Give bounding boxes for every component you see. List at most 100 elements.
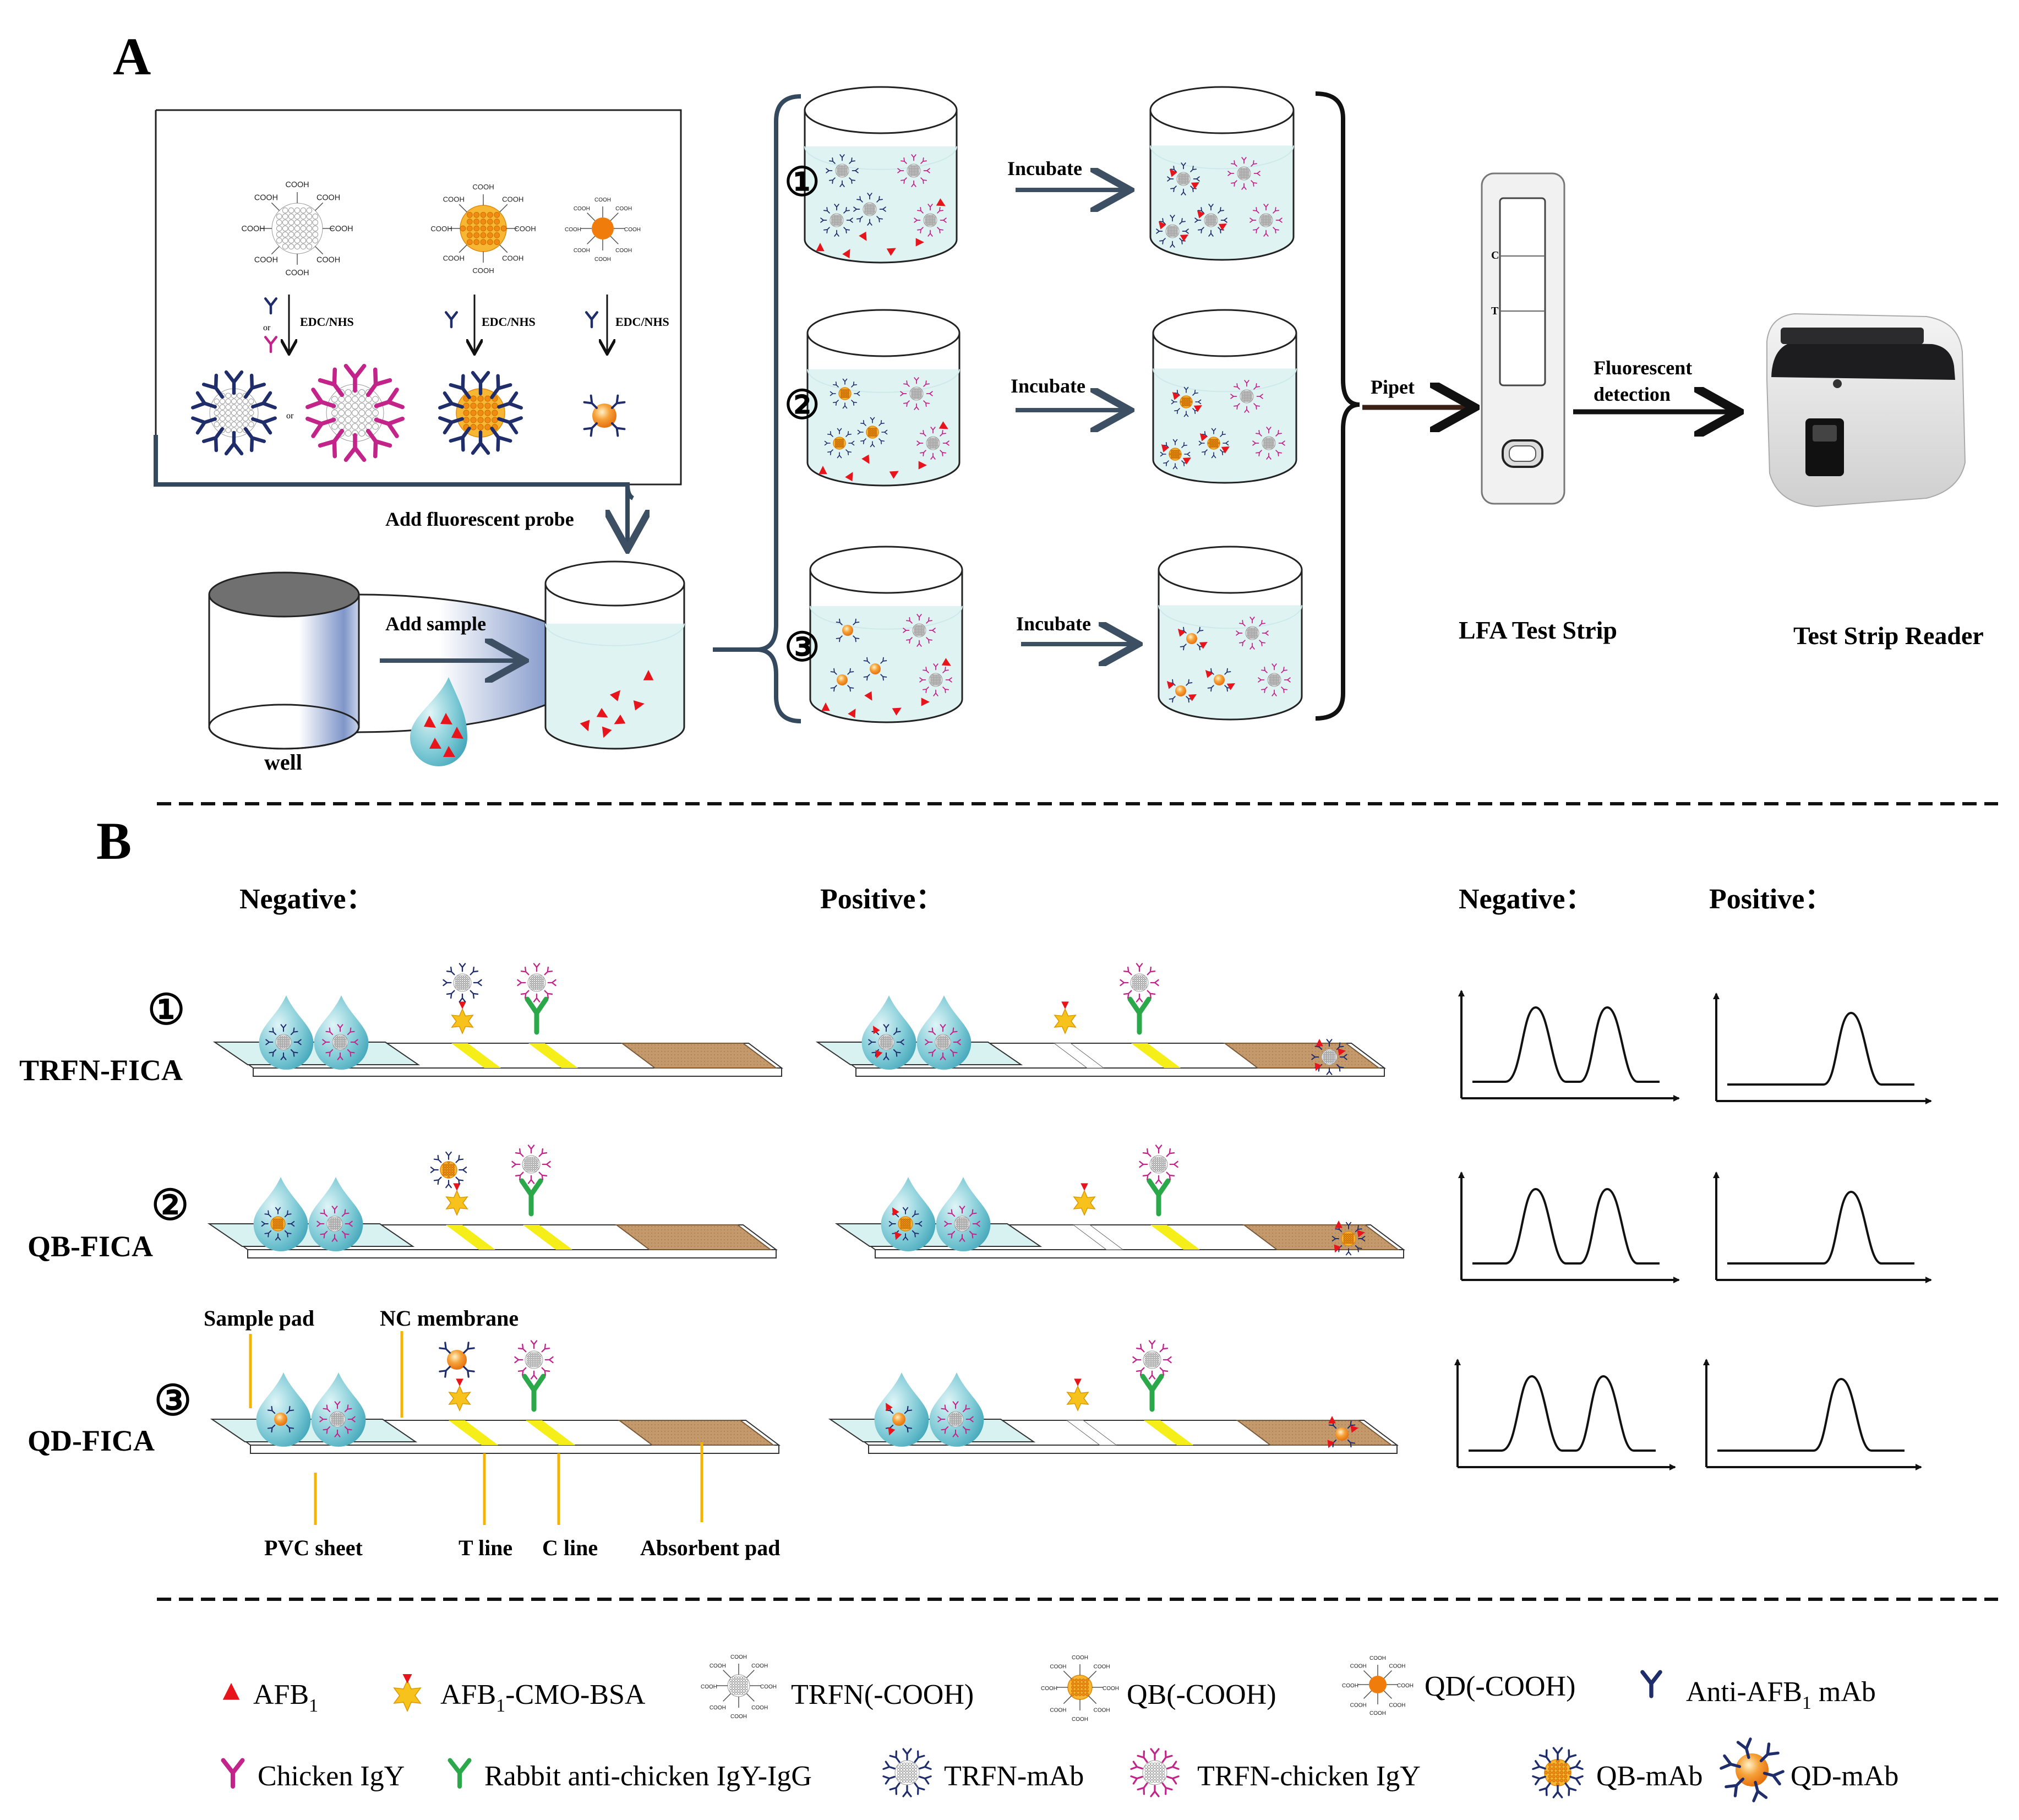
antibody-icon [1256, 394, 1263, 399]
afb1-cmo-bsa-icon [393, 1679, 422, 1712]
antibody-icon [1136, 993, 1143, 1002]
antibody-icon [905, 617, 913, 624]
edc-nhs-label: EDC/NHS [300, 315, 354, 329]
antibody-icon [881, 429, 888, 435]
sample-drop-icon [314, 995, 369, 1070]
antibody-icon [517, 1343, 527, 1353]
antibody-icon [1252, 440, 1259, 446]
trfn-probe-icon [820, 204, 853, 237]
antibody-icon [459, 993, 466, 1002]
antibody-icon [893, 1027, 901, 1036]
antibody-icon [922, 686, 929, 694]
antibody-icon [836, 618, 843, 625]
antibody-icon [444, 311, 459, 329]
antibody-icon [471, 430, 490, 455]
panel-b-strips [207, 963, 1405, 1454]
antibody-icon [916, 206, 924, 214]
antibody-icon [915, 1220, 923, 1227]
negative-heading: Negative： [239, 884, 374, 915]
antibody-icon [1182, 228, 1189, 234]
antibody-icon [471, 370, 490, 396]
afb1-icon [921, 698, 930, 706]
antibody-icon [1345, 1222, 1352, 1229]
antibody-icon [1218, 206, 1225, 214]
antibody-icon [1569, 1760, 1584, 1770]
antibody-icon [929, 628, 936, 633]
antibody-icon [267, 1424, 276, 1433]
c-line [1150, 1225, 1200, 1250]
afb1-icon [941, 658, 951, 666]
probe-preparation: COOHCOOHCOOHCOOHCOOHCOOHCOOHCOOHCOOHCOOH… [191, 181, 669, 462]
antibody-icon [1552, 1747, 1563, 1761]
antibody-icon [856, 195, 863, 203]
antibody-icon [459, 963, 466, 972]
antibody-icon [347, 1416, 356, 1423]
trfn-probe-icon [319, 1401, 356, 1437]
sample-drop-icon [253, 1177, 308, 1251]
assay-rows [804, 86, 1303, 723]
antibody-icon [201, 373, 225, 399]
antibody-icon [430, 1167, 439, 1173]
legend-icons: COOHCOOHCOOHCOOHCOOHCOOHCOOHCOOHCOOHCOOH… [221, 1654, 1785, 1802]
antibody-icon [914, 1750, 925, 1763]
trfn-probe-icon [897, 154, 930, 187]
antibody-icon [962, 1404, 970, 1413]
antibody-icon [903, 400, 910, 407]
antibody-icon [1136, 963, 1143, 972]
antibody-icon [1230, 160, 1237, 167]
rabbit-igg-icon [1127, 996, 1152, 1035]
antibody-icon [916, 227, 924, 234]
antibody-icon [1284, 677, 1291, 683]
antibody-icon [318, 367, 345, 397]
svg-text:COOH: COOH [1050, 1664, 1066, 1670]
negative-strip-2 [207, 1145, 778, 1258]
prep-bracket [154, 435, 635, 500]
antibody-icon [365, 367, 392, 397]
svg-text:COOH: COOH [624, 227, 641, 233]
antibody-icon [1355, 1225, 1362, 1233]
antibody-icon [839, 180, 845, 187]
antibody-icon [287, 1220, 295, 1227]
bead-icon [863, 202, 877, 216]
antibody-icon [826, 168, 833, 173]
t-line [1066, 1420, 1117, 1446]
antibody-icon [305, 416, 336, 438]
antibody-icon [1263, 230, 1269, 237]
antibody-icon [1169, 696, 1176, 703]
afb1-icon [1182, 457, 1191, 465]
well-label: well [264, 750, 302, 775]
panel-b-curves [1454, 990, 1932, 1470]
antibody-icon [290, 1049, 298, 1057]
antibody-icon [1123, 990, 1132, 999]
antibody-icon [331, 1206, 338, 1214]
bead-icon [1267, 673, 1281, 687]
antibody-icon [1156, 228, 1163, 234]
afb1-icon [459, 1001, 466, 1009]
antibody-icon [1538, 1782, 1551, 1796]
antibody-icon [1132, 1356, 1142, 1364]
antibody-icon [912, 1210, 919, 1218]
legend-afb1: AFB1 [253, 1679, 318, 1716]
antibody-icon [583, 394, 598, 409]
antibody-icon [1238, 619, 1246, 626]
antibody-icon [1236, 630, 1243, 636]
antibody-icon [1179, 217, 1186, 225]
afb1-icon [1197, 210, 1205, 219]
trfn-probe-icon [900, 377, 933, 410]
antibody-icon [1161, 1750, 1173, 1763]
afb1-icon [1226, 683, 1235, 690]
antibody-icon [470, 990, 479, 999]
antibody-icon [264, 1230, 272, 1238]
antibody-icon [1538, 1749, 1551, 1763]
afb1-icon [596, 708, 608, 718]
afb1-icon [1334, 1244, 1341, 1253]
antibody-icon [343, 433, 367, 462]
add-probe-label: Add fluorescent probe [385, 508, 574, 530]
row-2-label: QB-FICA [28, 1230, 153, 1263]
bead-icon [894, 1760, 920, 1785]
antibody-icon [853, 618, 860, 625]
antibody-icon [824, 440, 831, 446]
antibody-icon [527, 1145, 535, 1154]
antibody-icon [945, 677, 952, 683]
